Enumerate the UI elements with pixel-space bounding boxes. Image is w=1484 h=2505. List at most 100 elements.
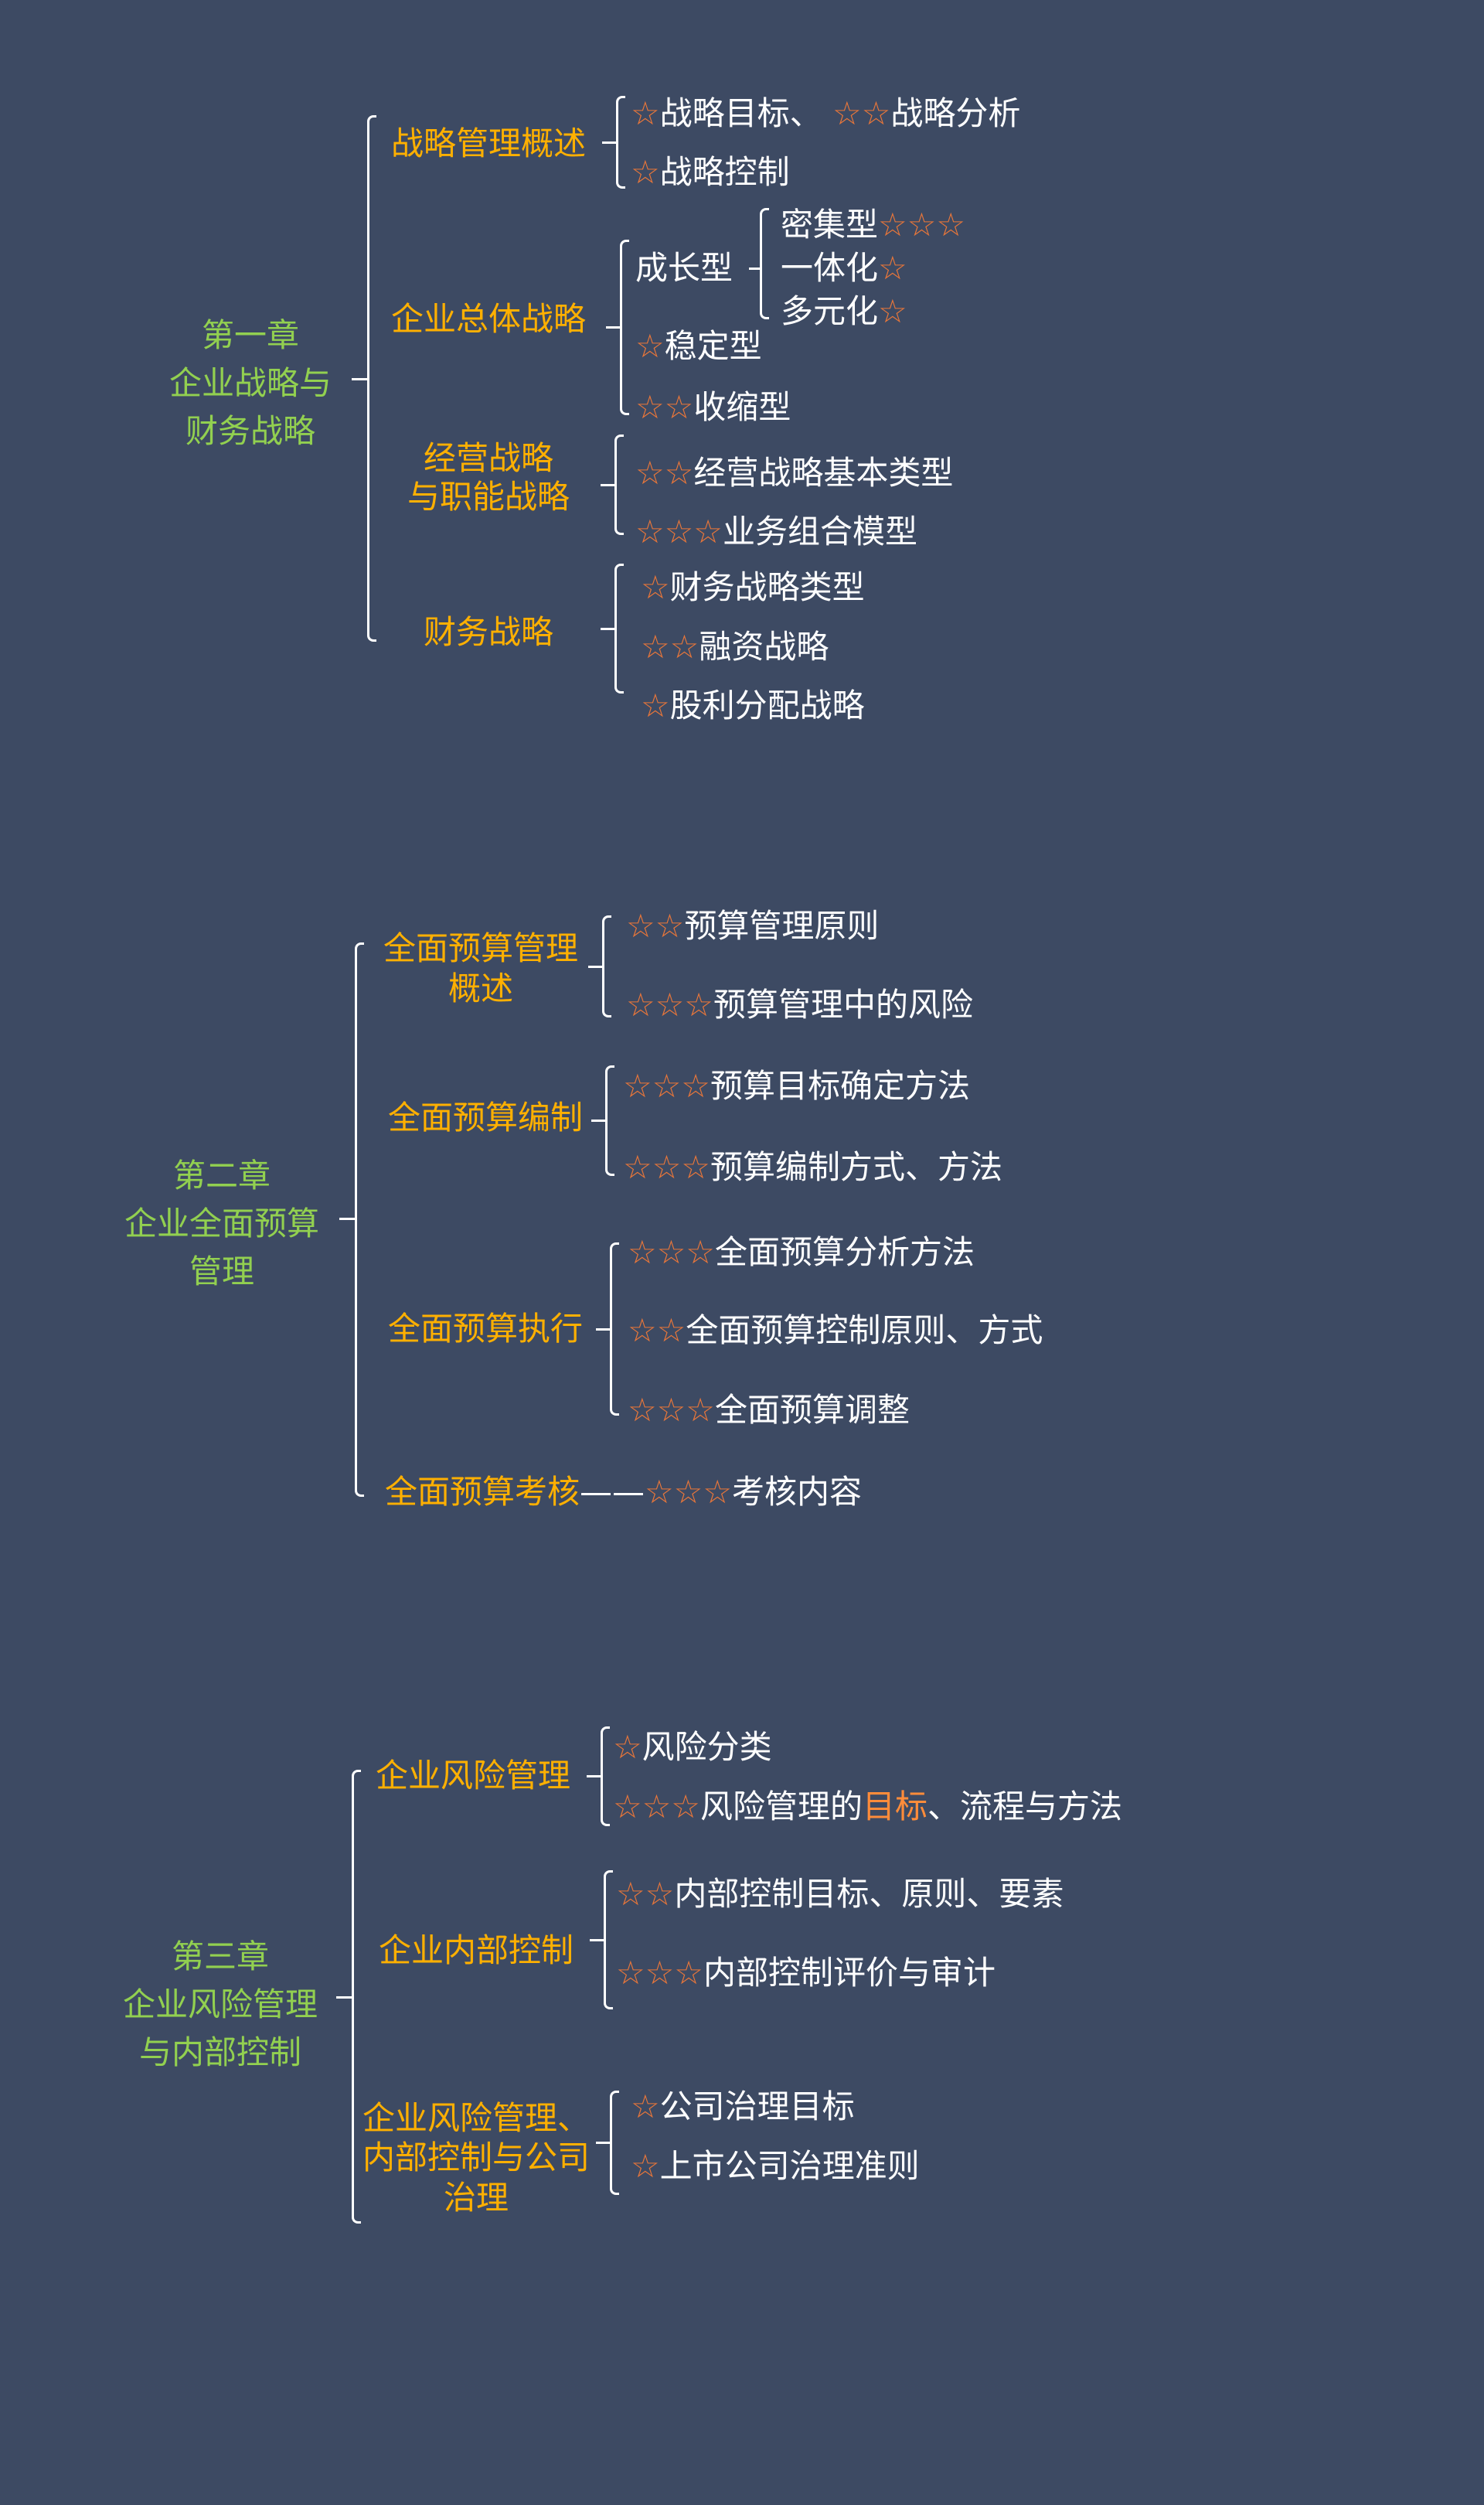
star-rating-icon: ☆	[631, 94, 660, 132]
leaf-node[interactable]: ☆☆☆预算编制方式、方法	[623, 1148, 1002, 1187]
bracket-stub	[352, 377, 369, 380]
section-title[interactable]: 全面预算管理	[383, 929, 579, 967]
section-title[interactable]: 内部控制与公司	[362, 2139, 591, 2176]
node-text: 考核内容	[731, 1473, 862, 1511]
leaf-node[interactable]: ☆☆☆内部控制评价与审计	[616, 1954, 996, 1992]
node-text: 预算管理中的风险	[713, 986, 973, 1024]
section-title: 全面预算考核	[385, 1473, 580, 1511]
leaf-node[interactable]: ☆☆☆预算管理中的风险	[626, 986, 973, 1024]
node-text: 战略控制	[659, 153, 790, 191]
leaf-node[interactable]: ☆☆预算管理原则	[626, 907, 879, 946]
star-rating-icon: ☆☆☆	[623, 1067, 710, 1105]
chapter-title[interactable]: 企业战略与	[168, 364, 332, 402]
leaf-node[interactable]: ☆☆☆预算目标确定方法	[623, 1067, 970, 1106]
star-rating-icon: ☆	[631, 2088, 660, 2125]
node-text: 全面预算控制原则、方式	[686, 1311, 1043, 1349]
node-text: 公司治理目标	[659, 2088, 855, 2125]
leaf-node[interactable]: ☆☆☆全面预算调整	[628, 1391, 910, 1430]
section-title[interactable]: 企业内部控制	[378, 1931, 574, 1969]
star-rating-icon: ☆	[613, 1728, 642, 1766]
chapter-title[interactable]: 财务战略	[185, 412, 316, 450]
leaf-node[interactable]: 多元化☆	[781, 292, 907, 331]
section-title[interactable]: 经营战略	[423, 439, 554, 477]
star-rating-icon: ☆☆☆	[623, 1148, 710, 1186]
bracket-stub	[590, 1938, 605, 1941]
node-text: 上市公司治理准则	[659, 2147, 920, 2185]
leaf-node[interactable]: ☆☆全面预算控制原则、方式	[628, 1311, 1043, 1350]
leaf-node[interactable]: ☆股利分配战略	[641, 687, 865, 725]
leaf-node[interactable]: ☆战略目标、 ☆☆战略分析	[631, 94, 1020, 133]
section-title[interactable]: 企业总体战略	[390, 300, 587, 338]
leaf-node[interactable]: ☆上市公司治理准则	[631, 2147, 920, 2186]
node-text: 战略目标、	[659, 94, 833, 132]
leaf-node[interactable]: 密集型☆☆☆	[781, 206, 965, 244]
chapter-title[interactable]: 第一章	[201, 316, 300, 354]
star-rating-icon: ☆	[641, 568, 670, 606]
chapter-title[interactable]: 第三章	[171, 1938, 270, 1975]
star-rating-icon: ☆☆	[626, 907, 685, 945]
section-node[interactable]: 全面预算考核——☆☆☆考核内容	[385, 1473, 862, 1512]
node-text: 内部控制目标、原则、要素	[674, 1875, 1064, 1913]
node-text: 风险分类	[642, 1728, 772, 1766]
section-title[interactable]: 战略管理概述	[390, 124, 587, 162]
leaf-node[interactable]: ☆风险分类	[613, 1728, 772, 1767]
star-rating-icon: ☆	[641, 687, 670, 724]
node-text: 融资战略	[699, 628, 829, 666]
leaf-node[interactable]: ☆战略控制	[631, 153, 790, 192]
leaf-node[interactable]: ☆☆收缩型	[635, 388, 791, 427]
leaf-node[interactable]: ☆☆经营战略基本类型	[635, 454, 953, 492]
bracket-stub	[591, 1120, 607, 1122]
star-rating-icon: ☆	[631, 153, 660, 191]
chapter-title[interactable]: 第二章	[172, 1157, 271, 1195]
bracket	[355, 942, 364, 1497]
node-text: 预算编制方式、方法	[710, 1148, 1002, 1186]
node-text: 预算管理原则	[684, 907, 880, 945]
section-title[interactable]: 企业风险管理	[375, 1757, 571, 1794]
node-text: 收缩型	[693, 388, 791, 426]
star-rating-icon: ☆☆	[628, 1311, 686, 1349]
bracket-stub	[602, 141, 618, 144]
node-text: 内部控制评价与审计	[703, 1954, 996, 1992]
node-text: 稳定型	[664, 327, 762, 365]
leaf-node[interactable]: ☆☆☆考核内容	[645, 1473, 862, 1511]
leaf-node[interactable]: ☆☆融资战略	[641, 628, 829, 666]
leaf-node[interactable]: 一体化☆	[781, 249, 907, 288]
node-text: 财务战略类型	[669, 568, 865, 606]
section-title[interactable]: 治理	[443, 2179, 509, 2217]
section-title[interactable]: 全面预算编制	[387, 1099, 584, 1137]
chapter-title[interactable]: 企业风险管理	[122, 1985, 318, 2023]
node-text: 预算目标确定方法	[710, 1067, 970, 1105]
chapter-title[interactable]: 企业全面预算	[124, 1205, 320, 1242]
node-text: 一体化	[781, 249, 879, 287]
leaf-node[interactable]: ☆稳定型	[635, 327, 762, 366]
chapter-title[interactable]: 管理	[189, 1252, 255, 1290]
leaf-node[interactable]: ☆☆内部控制目标、原则、要素	[616, 1875, 1064, 1914]
leaf-node[interactable]: ☆公司治理目标	[631, 2088, 855, 2126]
leaf-node[interactable]: ☆☆☆全面预算分析方法	[628, 1233, 975, 1272]
chapter-title[interactable]: 与内部控制	[138, 2033, 302, 2071]
bracket-stub	[601, 483, 616, 486]
section-title[interactable]: 概述	[448, 970, 514, 1007]
star-rating-icon: ☆☆☆	[616, 1954, 703, 1992]
star-rating-icon: ☆☆☆	[878, 206, 965, 244]
node-text: 风险管理的	[699, 1788, 863, 1825]
leaf-node[interactable]: ☆财务战略类型	[641, 568, 865, 607]
section-title[interactable]: 全面预算执行	[387, 1310, 584, 1348]
node-text: 全面预算分析方法	[714, 1233, 975, 1271]
section-title[interactable]: 财务战略	[423, 613, 554, 651]
leaf-node[interactable]: ☆☆☆业务组合模型	[635, 513, 917, 551]
section-title[interactable]: 与职能战略	[407, 478, 570, 516]
node-text: 成长型	[635, 249, 733, 287]
bracket-stub	[601, 627, 616, 630]
section-title[interactable]: 企业风险管理、	[362, 2099, 591, 2137]
star-rating-icon: ☆☆	[635, 454, 694, 492]
node-text: 经营战略基本类型	[693, 454, 954, 492]
star-rating-icon: ☆	[878, 249, 907, 287]
leaf-node[interactable]: ☆☆☆风险管理的目标、流程与方法	[613, 1788, 1122, 1826]
star-rating-icon: ☆☆☆	[613, 1788, 700, 1825]
star-rating-icon: ☆☆☆	[628, 1233, 715, 1271]
star-rating-icon: ☆☆☆	[626, 986, 713, 1024]
leaf-node[interactable]: 成长型	[635, 249, 733, 288]
connector-line: ——	[580, 1473, 645, 1511]
bracket-stub	[606, 326, 621, 329]
